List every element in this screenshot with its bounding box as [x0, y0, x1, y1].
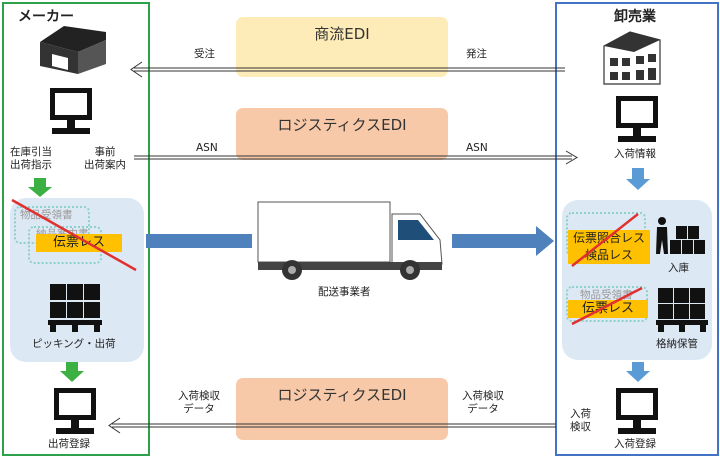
stock-instruction-label: 在庫引当 出荷指示: [10, 146, 52, 172]
ws-boxes-pallet-icon: [656, 288, 708, 332]
commercial-edi-arrow: [130, 61, 565, 78]
inspection-data-right-label: 入荷検収 データ: [462, 390, 504, 416]
inspection-data-left-label: 入荷検収 データ: [178, 390, 220, 416]
order-placed-label: 発注: [466, 48, 487, 60]
ws-monitor-icon-2: [616, 388, 658, 434]
inspection-data-arrow: [108, 417, 556, 434]
maker-process-box: [10, 198, 144, 362]
warehouse-building-icon: [603, 31, 661, 85]
arrival-register-label: 入荷登録: [614, 438, 656, 450]
truck-icon: [257, 201, 443, 280]
maker-panel: [2, 2, 150, 456]
carrier-label: 配送事業者: [318, 286, 371, 298]
asn-right-label: ASN: [466, 142, 488, 154]
ws-strike-line-1: [571, 213, 639, 267]
ws-doc-receipt-label: 物品受領書: [580, 289, 633, 301]
advance-shipping-label: 事前 出荷案内: [84, 146, 126, 172]
asn-left-label: ASN: [196, 142, 218, 154]
ws-strike-line-2: [571, 286, 643, 326]
asn-arrow: [134, 150, 578, 165]
commercial-edi-label: 商流EDI: [314, 25, 370, 43]
maker-strike-line: [11, 198, 137, 272]
maker-down-arrow-1: [28, 178, 52, 197]
wholesaler-title: 卸売業: [614, 9, 656, 25]
maker-down-arrow-2: [60, 362, 84, 382]
picking-label: ピッキング・出荷: [32, 338, 116, 350]
maker-slipless-stamp: 伝票レス: [36, 234, 122, 252]
storage-in-label: 入庫: [668, 262, 689, 274]
order-received-label: 受注: [194, 48, 215, 60]
commercial-edi-pill: 商流EDI: [236, 17, 448, 77]
logistics-edi-top-pill: ロジスティクスEDI: [236, 108, 448, 160]
truck-flow-arrow: [146, 226, 554, 256]
worker-boxes-icon: [656, 217, 705, 254]
wholesaler-panel: [555, 2, 719, 456]
ws-down-arrow-2: [626, 362, 650, 382]
maker-monitor-icon-1: [50, 88, 92, 134]
arrival-check-label: 入荷 検収: [570, 408, 591, 434]
ws-down-arrow-1: [626, 168, 650, 190]
arrival-info-label: 入荷情報: [614, 148, 656, 160]
ws-monitor-icon-1: [616, 96, 658, 142]
ship-register-label: 出荷登録: [48, 438, 90, 450]
maker-title: メーカー: [18, 9, 74, 25]
maker-monitor-icon-2: [54, 388, 96, 434]
storage-label: 格納保管: [656, 338, 698, 350]
logistics-edi-bottom-label: ロジスティクスEDI: [277, 386, 407, 404]
factory-icon: [40, 26, 106, 74]
logistics-edi-top-label: ロジスティクスEDI: [277, 116, 407, 134]
logistics-edi-bottom-pill: ロジスティクスEDI: [236, 378, 448, 440]
maker-boxes-pallet-icon: [48, 284, 102, 332]
